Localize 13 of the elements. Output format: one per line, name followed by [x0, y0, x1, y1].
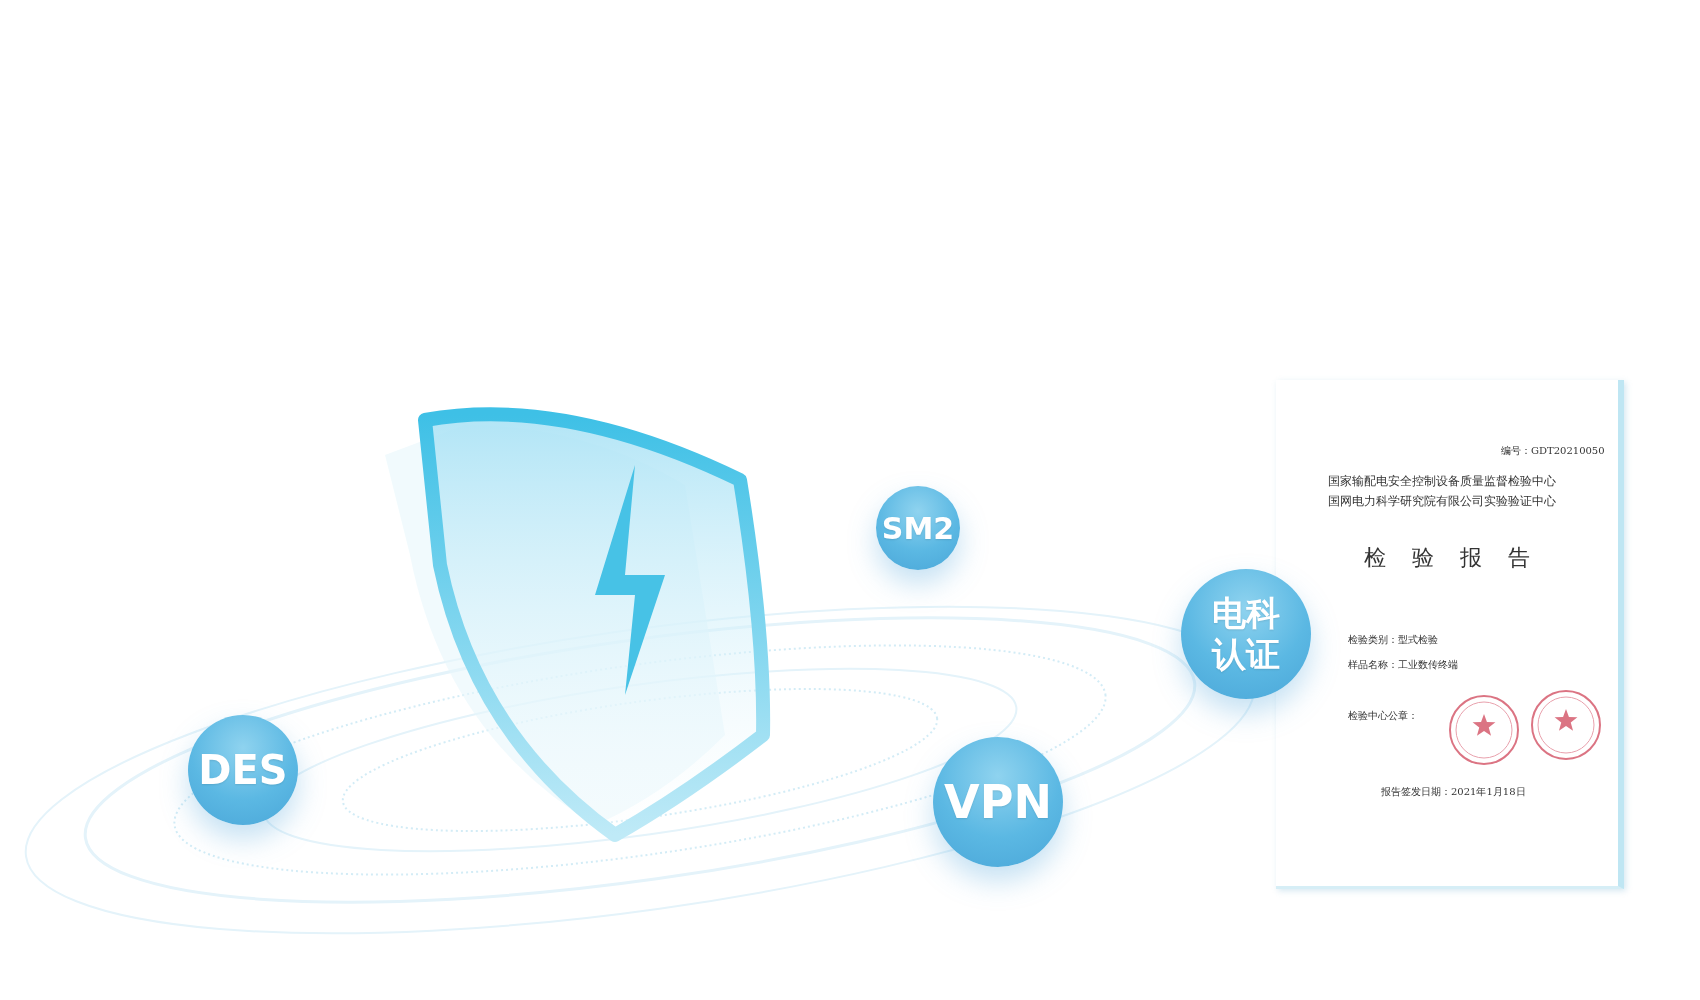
- report-field: 检验中心公章：: [1348, 709, 1418, 723]
- label-circle: [188, 715, 298, 825]
- report-number: 编号：GDT20210050: [1501, 444, 1605, 458]
- circle-label: VPN: [944, 775, 1052, 829]
- circle-label: SM2: [881, 510, 955, 546]
- circle-label: DES: [198, 747, 288, 793]
- issuing-organization: 国家输配电安全控制设备质量监督检验中心: [1328, 473, 1556, 490]
- report-title: 检验报告: [1364, 544, 1556, 572]
- circle-label: 电科认证: [1210, 593, 1281, 675]
- issuing-organization: 国网电力科学研究院有限公司实验验证中心: [1328, 493, 1556, 510]
- issue-date: 报告签发日期：2021年1月18日: [1381, 785, 1526, 799]
- report-field: 样品名称：工业数传终端: [1348, 658, 1458, 672]
- report-field: 检验类别：型式检验: [1348, 633, 1438, 647]
